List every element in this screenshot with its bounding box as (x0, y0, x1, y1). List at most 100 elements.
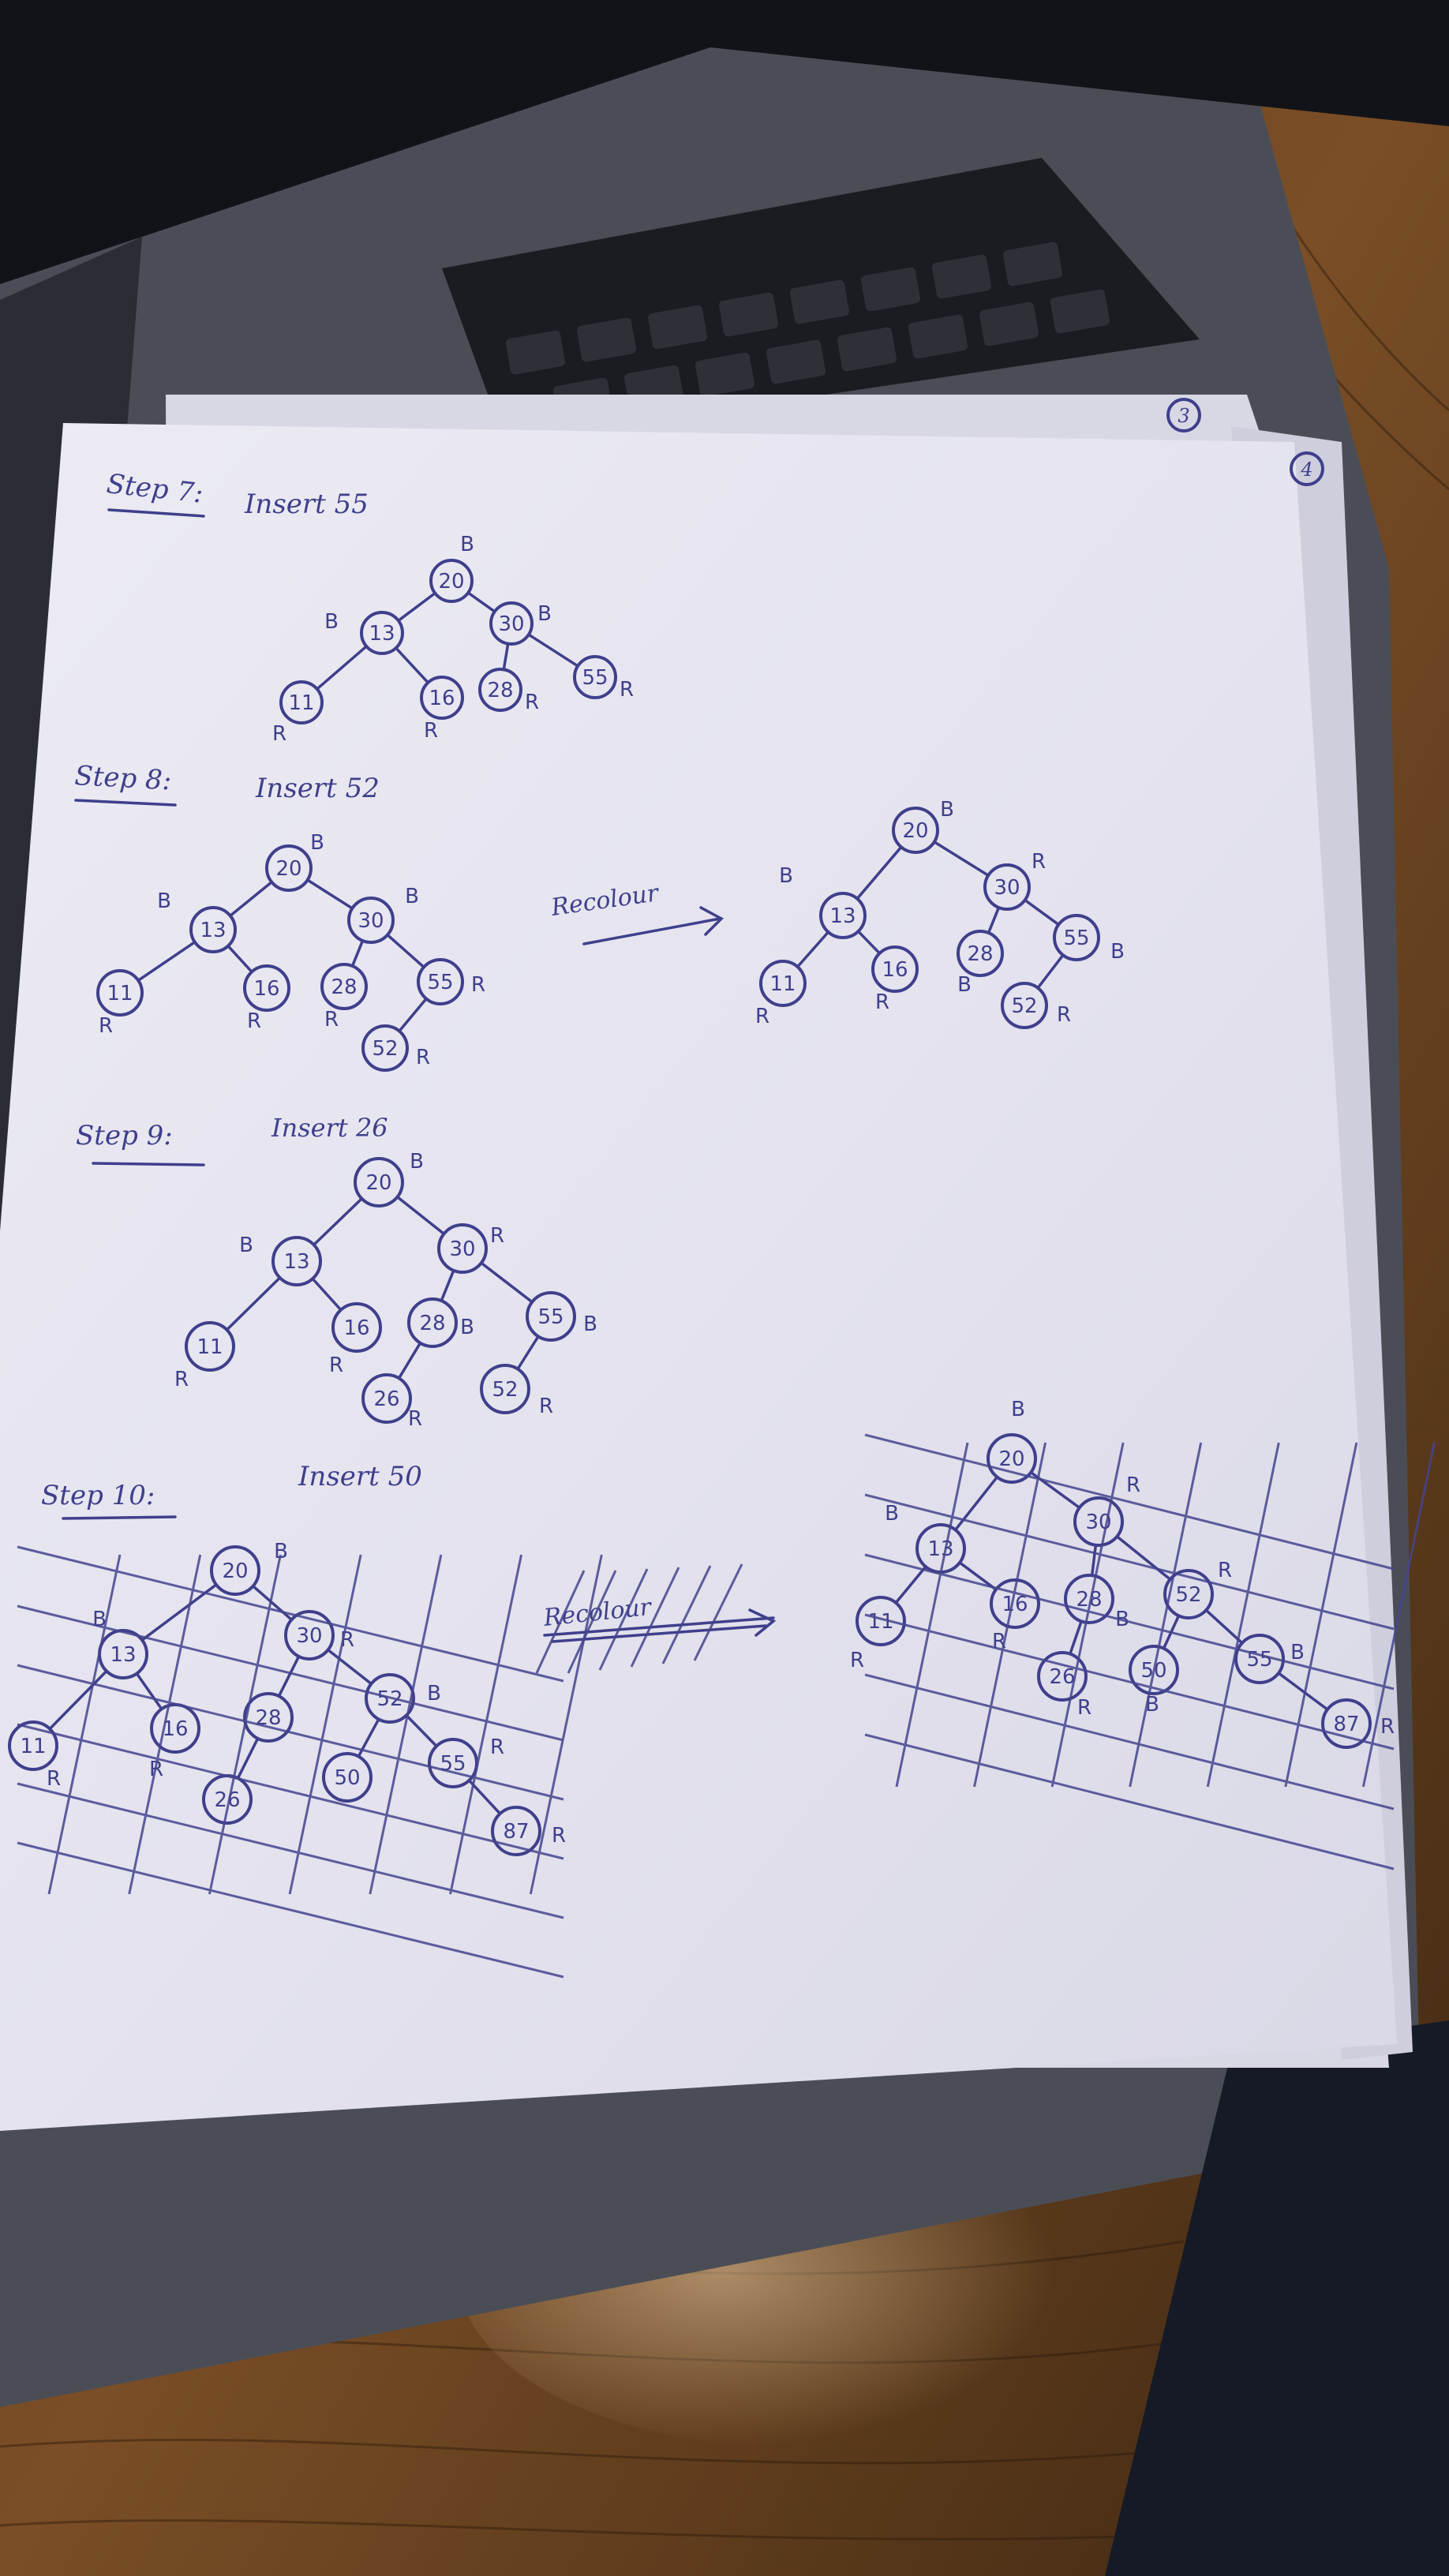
node-circle (478, 668, 522, 712)
tree-edge (395, 1195, 446, 1236)
node-key: 13 (829, 904, 856, 928)
node-circle (189, 906, 237, 953)
node-circle (892, 807, 939, 854)
node-key: 30 (296, 1624, 322, 1648)
node-key: 52 (372, 1037, 398, 1061)
node-circle (871, 945, 919, 993)
node-circle (1129, 1645, 1179, 1695)
node-colour-label: R (755, 1005, 769, 1028)
cross-out-stroke (47, 1554, 122, 1895)
node-circle (347, 897, 395, 944)
tree-edge (350, 939, 365, 968)
cross-out-stroke (1206, 1442, 1280, 1788)
node-circle (361, 1024, 409, 1072)
tree-edge (135, 1672, 163, 1711)
tree-edge (386, 933, 425, 969)
node-colour-label: B (583, 1312, 597, 1336)
node-colour-label: R (850, 1649, 864, 1672)
node-circle (429, 559, 474, 603)
tree-node: 13B (779, 864, 867, 939)
tree-node: 30R (983, 850, 1046, 911)
node-key: 13 (927, 1537, 953, 1561)
node-circle (1001, 982, 1048, 1029)
tree-edge (251, 1584, 294, 1622)
tree-edge (467, 1779, 502, 1815)
node-key: 28 (419, 1312, 445, 1335)
node-circle (279, 680, 324, 724)
node-circle (526, 1291, 576, 1342)
node-colour-label: B (957, 973, 972, 997)
tree-node: 50 (322, 1752, 373, 1803)
tree-node: 30R (1073, 1473, 1140, 1547)
tree-edge (236, 1737, 260, 1780)
node-circle (243, 964, 290, 1012)
cross-out-stroke (864, 1553, 1395, 1690)
page-number-4: 4 (1300, 459, 1312, 481)
node-circle (354, 1157, 404, 1208)
tree-node: 52R (480, 1364, 553, 1418)
node-colour-label: B (885, 1502, 899, 1526)
node-key: 50 (334, 1766, 360, 1790)
tree-node: 16R (149, 1703, 200, 1781)
tree-node: 52R (1163, 1559, 1232, 1619)
node-colour-label: B (157, 889, 171, 913)
node-circle (420, 676, 464, 720)
node-circle (957, 930, 1004, 977)
node-circle (284, 1610, 335, 1661)
node-colour-label: R (1057, 1003, 1071, 1027)
node-circle (983, 863, 1031, 911)
tree-edge (1115, 1535, 1172, 1581)
tree-edge (440, 1269, 455, 1302)
node-colour-label: B (940, 798, 954, 822)
tree-node: 20B (265, 831, 324, 892)
node-key: 20 (998, 1447, 1024, 1471)
node-key: 26 (1049, 1665, 1075, 1689)
tree-edge (796, 930, 830, 968)
tree-edge (1069, 1619, 1083, 1656)
tree-edge (856, 845, 903, 900)
cross-out-stroke (864, 1673, 1395, 1810)
cross-out-stroke (17, 1604, 564, 1742)
cross-out-stroke (529, 1554, 603, 1895)
tree-node: 55B (1053, 914, 1125, 964)
tree-edge (502, 642, 510, 672)
node-colour-label: R (174, 1368, 189, 1391)
cross-out-stroke (864, 1433, 1395, 1571)
node-colour-label: B (1011, 1398, 1025, 1421)
tree-edge (227, 944, 253, 974)
tree-edge (516, 1335, 540, 1371)
tree-edge (958, 1561, 998, 1591)
node-key: 20 (902, 819, 928, 843)
node-circle (320, 963, 368, 1010)
node-key: 13 (200, 919, 226, 942)
cross-out-stroke (17, 1664, 564, 1801)
node-key: 26 (373, 1387, 399, 1411)
cross-out-stroke (1361, 1442, 1436, 1788)
node-colour-label: R (875, 990, 889, 1014)
node-colour-label: B (427, 1682, 441, 1705)
node-circle (96, 969, 144, 1017)
cross-out-stroke (864, 1733, 1395, 1870)
laptop-top-dark (0, 0, 1449, 284)
node-colour-label: R (620, 678, 634, 702)
node-circle (480, 1364, 530, 1414)
node-key: 16 (882, 958, 908, 982)
tree-node: 11R (850, 1596, 906, 1672)
node-key: 20 (365, 1171, 391, 1195)
step-9-heading: Step 9: Insert 26 (76, 1113, 388, 1166)
cross-out-strokes (864, 1433, 1436, 1870)
node-circle (573, 655, 617, 699)
node-colour-label: R (1077, 1696, 1091, 1720)
node-circle (360, 611, 404, 655)
tree-edge (933, 841, 990, 877)
node-key: 11 (769, 972, 796, 996)
tree-node: 16R (329, 1302, 382, 1377)
node-key: 20 (222, 1559, 248, 1583)
tree-edge (394, 646, 430, 684)
step-9-action: Insert 26 (271, 1113, 388, 1143)
tree-edge (312, 1197, 364, 1246)
node-colour-label: R (490, 1224, 504, 1248)
